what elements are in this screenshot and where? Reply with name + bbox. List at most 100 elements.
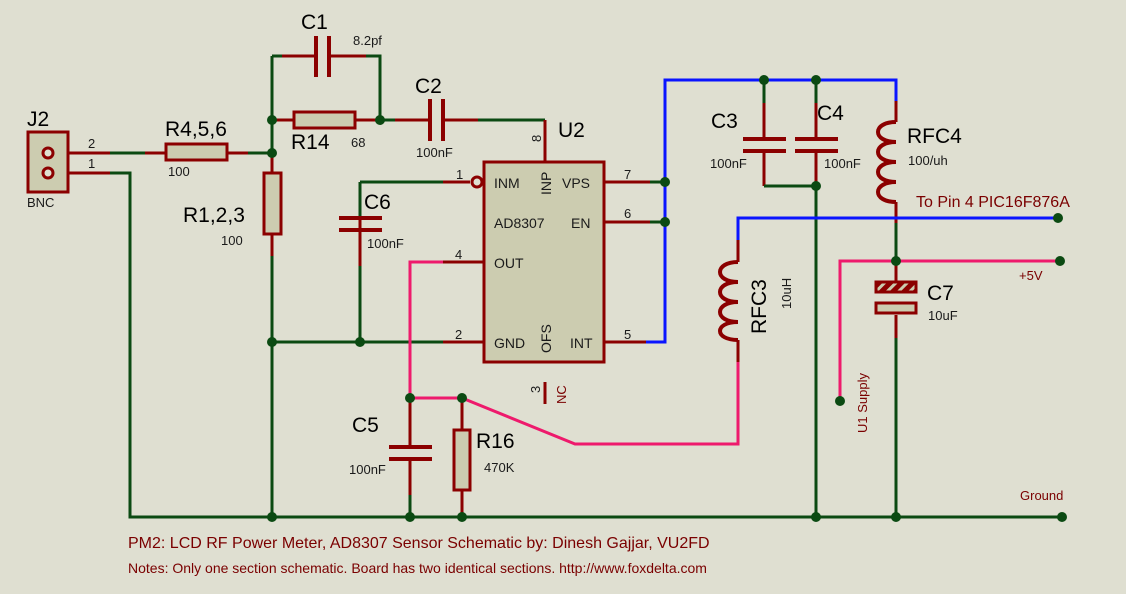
junction-dot xyxy=(457,393,467,403)
junction-dot xyxy=(405,512,415,522)
ref-label: C1 xyxy=(301,11,328,34)
pin-name-ofs: OFS xyxy=(538,324,554,353)
capacitor-c7: C7 10uF xyxy=(874,280,958,323)
value-label: 100 xyxy=(221,233,243,248)
part-number: AD8307 xyxy=(494,215,545,231)
net-label-pic: To Pin 4 PIC16F876A xyxy=(916,194,1070,211)
ref-label: C3 xyxy=(711,110,738,133)
cap-positive-plate xyxy=(874,280,918,294)
value-label: 8.2pf xyxy=(353,33,382,48)
resistor-r16: R16 470K xyxy=(452,428,515,492)
nc-label: NC xyxy=(554,385,569,404)
pin-name-inm: INM xyxy=(494,175,520,191)
pin-number: 2 xyxy=(455,327,462,342)
plus5v-wire xyxy=(838,259,1062,400)
ref-label: C7 xyxy=(927,282,954,305)
pin-number: 4 xyxy=(455,247,462,262)
capacitor-c5: C5 100nF xyxy=(349,414,432,477)
junction-dot xyxy=(267,512,277,522)
junction-dot xyxy=(811,512,821,522)
net-label-plus5v: +5V xyxy=(1019,268,1043,283)
junction-dot xyxy=(267,337,277,347)
inductor-rfc4: RFC4 100/uh xyxy=(876,120,962,204)
junction-dot xyxy=(811,181,821,191)
ref-label: C4 xyxy=(817,102,844,125)
net-label-u1-supply: U1 Supply xyxy=(855,373,870,433)
capacitor-c6: C6 100nF xyxy=(339,191,404,251)
junction-dot xyxy=(457,512,467,522)
junction-dot xyxy=(660,217,670,227)
pin-number: 6 xyxy=(624,206,631,221)
ic-u2-ad8307: U2 INM VPS AD8307 EN OUT GND INT INP OFS… xyxy=(455,119,631,404)
inductor-coil xyxy=(876,120,897,204)
value-label: 100/uh xyxy=(908,153,948,168)
junctions xyxy=(267,75,1067,522)
value-label: 100nF xyxy=(824,156,861,171)
ref-label: C6 xyxy=(364,191,391,214)
ref-label: R4,5,6 xyxy=(165,118,227,141)
connector-j2: J2 BNC 2 1 xyxy=(26,108,95,210)
junction-dot xyxy=(660,177,670,187)
u1-supply-terminal[interactable] xyxy=(835,396,845,406)
resistor-body xyxy=(452,428,472,492)
pic-signal-wire xyxy=(736,216,1058,240)
ref-label: RFC4 xyxy=(907,125,962,148)
resistor-r4-5-6: R4,5,6 100 xyxy=(164,118,229,179)
ref-label: R16 xyxy=(476,430,515,453)
capacitor-c1: C1 8.2pf xyxy=(301,11,382,77)
plus5v-terminal[interactable] xyxy=(1055,256,1065,266)
schematic-title: PM2: LCD RF Power Meter, AD8307 Sensor S… xyxy=(128,535,710,552)
cap-negative-plate xyxy=(874,301,918,315)
resistor-body xyxy=(262,171,283,236)
value-label: 100nF xyxy=(710,156,747,171)
inverting-bubble xyxy=(470,175,484,189)
inductor-rfc3: RFC3 10uH xyxy=(718,260,794,342)
pin-number: 2 xyxy=(88,136,95,151)
ref-label: U2 xyxy=(558,119,585,142)
ref-label: J2 xyxy=(27,108,49,131)
value-label: 100nF xyxy=(416,145,453,160)
pin-name-vps: VPS xyxy=(562,175,590,191)
value-label: 10uF xyxy=(928,308,958,323)
ref-label: C5 xyxy=(352,414,379,437)
pin-name-inp: INP xyxy=(538,172,554,195)
resistor-body xyxy=(164,142,229,162)
pin-name-out: OUT xyxy=(494,255,524,271)
junction-dot xyxy=(375,115,385,125)
output-wire xyxy=(408,260,462,400)
capacitor-c4: C4 100nF xyxy=(795,102,861,171)
output-wire xyxy=(461,372,740,446)
ref-label: RFC3 xyxy=(748,279,771,334)
capacitor-c2: C2 100nF xyxy=(415,75,453,160)
pin-name-en: EN xyxy=(571,215,590,231)
wire xyxy=(366,54,382,120)
junction-dot xyxy=(267,115,277,125)
ref-label: R14 xyxy=(291,131,330,154)
pin-number: 7 xyxy=(624,167,631,182)
value-label: 100nF xyxy=(349,462,386,477)
pin-name-gnd: GND xyxy=(494,335,525,351)
value-label: 68 xyxy=(351,135,365,150)
value-label: 100nF xyxy=(367,236,404,251)
value-label: 470K xyxy=(484,460,515,475)
ground-terminal[interactable] xyxy=(1057,512,1067,522)
pic-terminal[interactable] xyxy=(1053,213,1063,223)
wires xyxy=(68,54,1062,519)
ground-wire xyxy=(110,171,1062,519)
ref-label: C2 xyxy=(415,75,442,98)
junction-dot xyxy=(405,393,415,403)
value-label: 10uH xyxy=(779,278,794,309)
junction-dot xyxy=(267,148,277,158)
resistor-r14: R14 68 xyxy=(291,110,365,154)
value-label: 100 xyxy=(168,164,190,179)
pin-number: 1 xyxy=(88,156,95,171)
junction-dot xyxy=(759,75,769,85)
inductor-coil xyxy=(718,260,739,342)
connector-body xyxy=(26,130,70,194)
junction-dot xyxy=(811,75,821,85)
pin-number: 8 xyxy=(529,135,544,142)
junction-dot xyxy=(891,256,901,266)
pin-number: 1 xyxy=(456,167,463,182)
resistor-body xyxy=(292,110,357,130)
